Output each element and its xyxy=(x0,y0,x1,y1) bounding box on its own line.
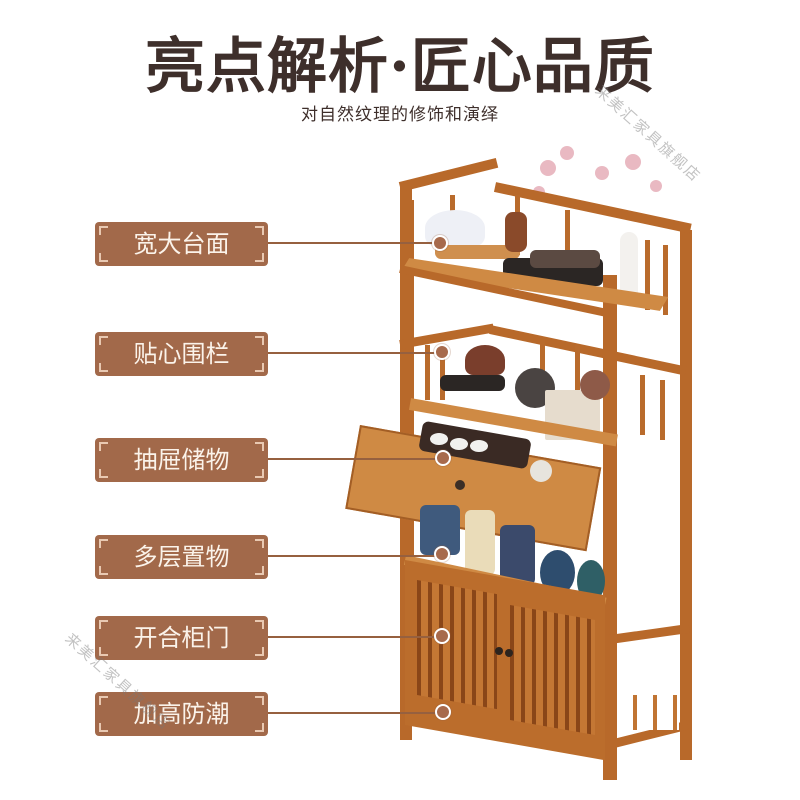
corner-ornament xyxy=(99,696,108,705)
hotspot-dot xyxy=(434,628,450,644)
corner-ornament xyxy=(99,226,108,235)
hotspot-dot xyxy=(435,450,451,466)
corner-ornament xyxy=(99,442,108,451)
corner-ornament xyxy=(255,620,264,629)
corner-ornament xyxy=(99,469,108,478)
leader-line xyxy=(268,712,438,714)
corner-ornament xyxy=(99,620,108,629)
page-title: 亮点解析·匠心品质 xyxy=(145,32,655,102)
feature-label-raised-legs: 加高防潮 xyxy=(95,692,268,736)
corner-ornament xyxy=(255,723,264,732)
bamboo-shelf-image xyxy=(345,140,700,785)
corner-ornament xyxy=(255,469,264,478)
corner-ornament xyxy=(99,539,108,548)
corner-ornament xyxy=(255,253,264,262)
corner-ornament xyxy=(99,566,108,575)
hotspot-dot xyxy=(434,546,450,562)
corner-ornament xyxy=(99,363,108,372)
leader-line xyxy=(268,636,438,638)
leader-line xyxy=(268,458,438,460)
hotspot-dot xyxy=(432,235,448,251)
corner-ornament xyxy=(255,539,264,548)
corner-ornament xyxy=(255,442,264,451)
feature-label-drawer: 抽屉储物 xyxy=(95,438,268,482)
feature-label-text: 抽屉储物 xyxy=(133,446,230,474)
corner-ornament xyxy=(255,336,264,345)
corner-ornament xyxy=(99,647,108,656)
feature-label-text: 多层置物 xyxy=(133,543,230,571)
leader-line xyxy=(268,352,438,354)
feature-label-multi-tier: 多层置物 xyxy=(95,535,268,579)
hotspot-dot xyxy=(434,344,450,360)
hotspot-dot xyxy=(435,704,451,720)
corner-ornament xyxy=(255,647,264,656)
feature-label-wide-top: 宽大台面 xyxy=(95,222,268,266)
corner-ornament xyxy=(99,253,108,262)
corner-ornament xyxy=(99,336,108,345)
corner-ornament xyxy=(99,723,108,732)
feature-label-cabinet-doors: 开合柜门 xyxy=(95,616,268,660)
page-subtitle: 对自然纹理的修饰和演绎 xyxy=(301,105,499,125)
corner-ornament xyxy=(255,566,264,575)
corner-ornament xyxy=(255,226,264,235)
leader-line xyxy=(268,242,438,244)
feature-label-text: 加高防潮 xyxy=(133,700,230,728)
feature-label-text: 贴心围栏 xyxy=(133,340,230,368)
feature-label-guard-rail: 贴心围栏 xyxy=(95,332,268,376)
feature-label-text: 开合柜门 xyxy=(133,624,230,652)
corner-ornament xyxy=(255,696,264,705)
feature-label-text: 宽大台面 xyxy=(133,230,230,258)
corner-ornament xyxy=(255,363,264,372)
leader-line xyxy=(268,555,438,557)
